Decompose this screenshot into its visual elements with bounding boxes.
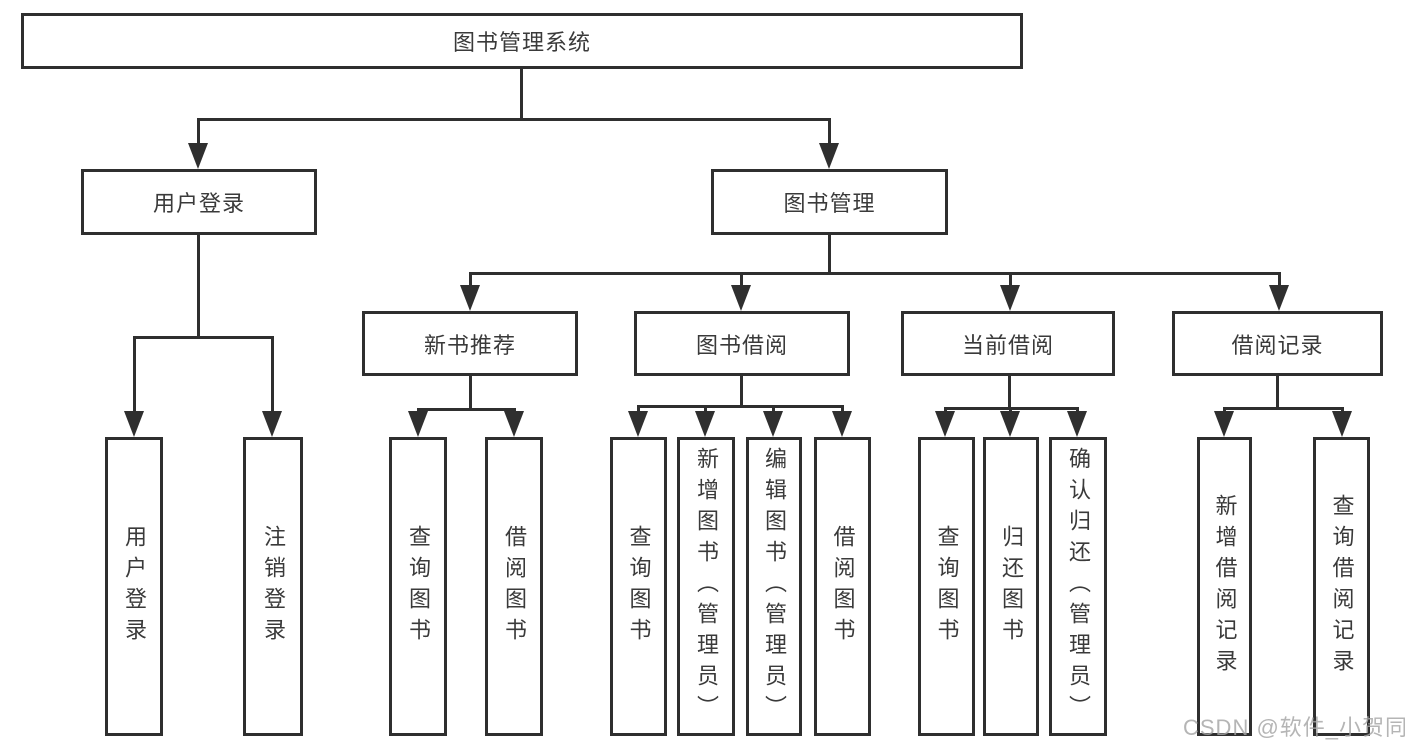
leaf-logout: 注销登录: [243, 437, 303, 736]
connector-to-borrow-record: [1278, 272, 1281, 285]
leaf-borrow-books: 借阅图书: [485, 437, 543, 736]
leaf-borrow-books: 借阅图书: [814, 437, 871, 736]
node-current-borrowing: 当前借阅: [901, 311, 1115, 376]
connector-to-leaf: [704, 405, 707, 411]
arrow-down-icon: [1214, 411, 1234, 437]
connector-new-book-rec-crossbar: [417, 408, 516, 411]
connector-level2-crossbar: [197, 118, 831, 121]
leaf-confirm-return-admin: 确认归还（管理员）: [1049, 437, 1107, 736]
arrow-down-icon: [124, 411, 144, 437]
node-root-library-system: 图书管理系统: [21, 13, 1023, 69]
leaf-query-books: 查询图书: [610, 437, 667, 736]
csdn-watermark: CSDN @软件_小贺同学: [1183, 715, 1405, 740]
arrow-down-icon: [731, 285, 751, 311]
arrow-down-icon: [408, 411, 428, 437]
connector-to-book-borrow: [740, 272, 743, 285]
arrow-down-icon: [504, 411, 524, 437]
connector-to-leaf: [513, 408, 516, 411]
connector-to-leaf: [772, 405, 775, 411]
arrow-down-icon: [188, 143, 208, 169]
connector-to-leaf-logout: [271, 336, 274, 411]
connector-book-borrow-crossbar: [637, 405, 844, 408]
leaf-add-books-admin: 新增图书（管理员）: [677, 437, 735, 736]
connector-to-leaf: [1009, 407, 1012, 411]
connector-to-current-borrow: [1009, 272, 1012, 285]
connector-to-leaf-user-login: [133, 336, 136, 411]
arrow-down-icon: [460, 285, 480, 311]
connector-to-leaf: [841, 405, 844, 411]
leaf-add-borrow-record: 新增借阅记录: [1197, 437, 1252, 736]
arrow-down-icon: [819, 143, 839, 169]
connector-to-leaf: [1341, 407, 1344, 411]
connector-to-new-book-rec: [469, 272, 472, 285]
arrow-down-icon: [1269, 285, 1289, 311]
node-user-login: 用户登录: [81, 169, 317, 235]
leaf-edit-books-admin: 编辑图书（管理员）: [746, 437, 802, 736]
arrow-down-icon: [832, 411, 852, 437]
arrow-down-icon: [1332, 411, 1352, 437]
arrow-down-icon: [628, 411, 648, 437]
connector-book-borrow-stem: [740, 376, 743, 405]
leaf-query-books: 查询图书: [389, 437, 447, 736]
arrow-down-icon: [1000, 285, 1020, 311]
connector-current-borrow-stem: [1008, 376, 1011, 407]
connector-borrow-record-stem: [1276, 376, 1279, 407]
node-book-management: 图书管理: [711, 169, 948, 235]
connector-user-login-stem: [197, 235, 200, 336]
connector-user-login-crossbar: [133, 336, 274, 339]
node-new-book-recommend: 新书推荐: [362, 311, 578, 376]
connector-root-stem: [520, 69, 523, 118]
connector-to-leaf: [637, 405, 640, 411]
connector-borrow-record-crossbar: [1223, 407, 1344, 410]
connector-to-leaf: [944, 407, 947, 411]
node-book-borrowing: 图书借阅: [634, 311, 850, 376]
connector-level3-crossbar: [469, 272, 1281, 275]
arrow-down-icon: [1067, 411, 1087, 437]
arrow-down-icon: [262, 411, 282, 437]
connector-to-book-mgmt: [828, 118, 831, 143]
connector-to-leaf: [1076, 407, 1079, 411]
connector-to-user-login: [197, 118, 200, 143]
arrow-down-icon: [935, 411, 955, 437]
connector-book-mgmt-stem: [828, 235, 831, 272]
leaf-user-login: 用户登录: [105, 437, 163, 736]
connector-to-leaf: [417, 408, 420, 411]
leaf-query-borrow-record: 查询借阅记录: [1313, 437, 1370, 736]
leaf-query-books: 查询图书: [918, 437, 975, 736]
arrow-down-icon: [695, 411, 715, 437]
arrow-down-icon: [1000, 411, 1020, 437]
connector-to-leaf: [1223, 407, 1226, 411]
leaf-return-books: 归还图书: [983, 437, 1039, 736]
connector-new-book-rec-stem: [469, 376, 472, 408]
arrow-down-icon: [763, 411, 783, 437]
node-borrow-records: 借阅记录: [1172, 311, 1383, 376]
